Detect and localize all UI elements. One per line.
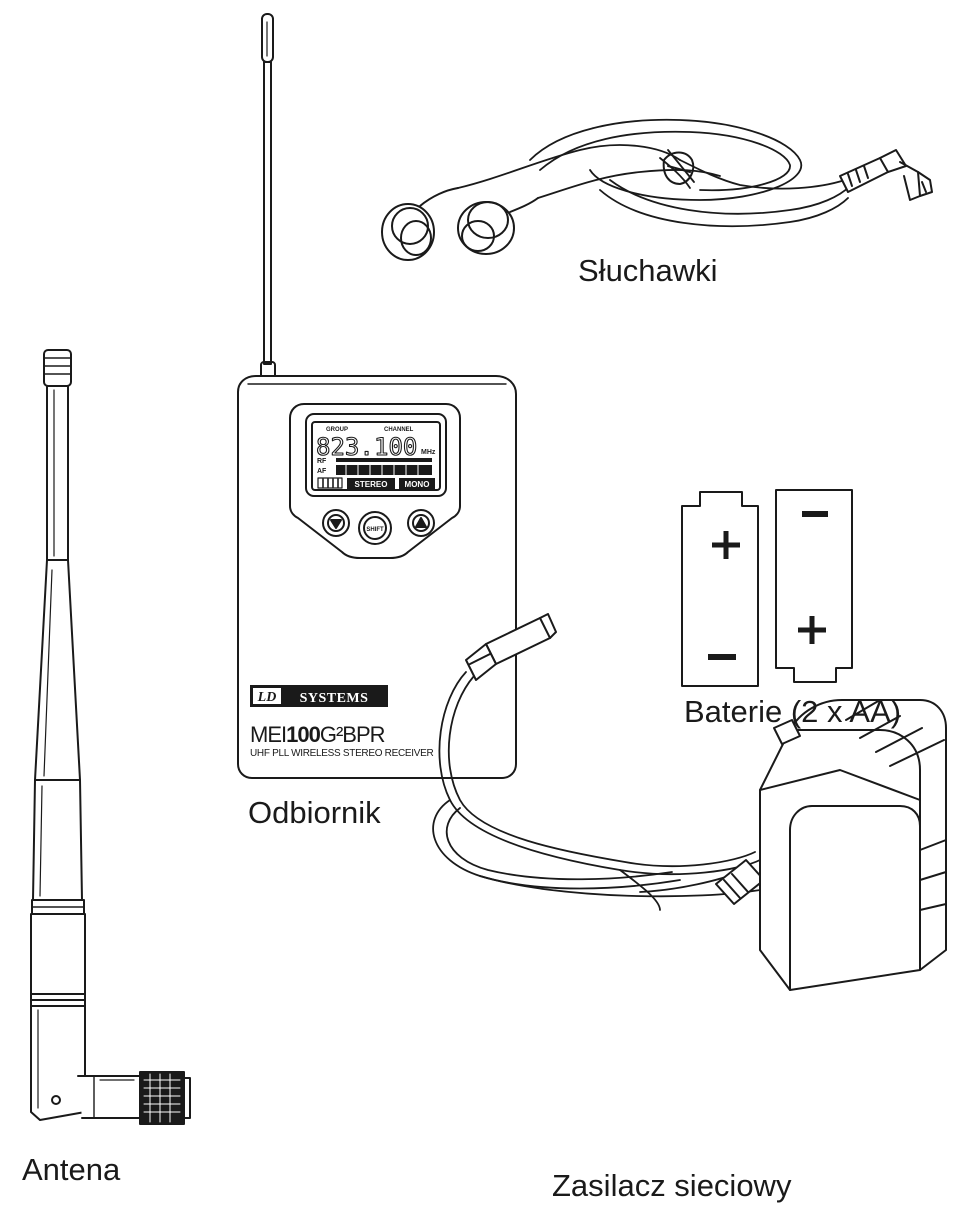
earphones-illustration bbox=[381, 118, 933, 261]
logo-ld-text: LD bbox=[257, 690, 277, 705]
model-subtitle: UHF PLL WIRELESS STEREO RECEIVER bbox=[250, 748, 433, 759]
lcd-frequency-decimal: 100 bbox=[374, 433, 417, 461]
battery-left bbox=[681, 491, 759, 687]
label-power-adapter: Zasilacz sieciowy bbox=[552, 1168, 792, 1203]
label-antenna: Antena bbox=[22, 1152, 121, 1187]
lcd-unit: MHz bbox=[421, 449, 436, 456]
shift-button[interactable]: SHIFT bbox=[358, 511, 392, 545]
antenna-illustration bbox=[30, 349, 191, 1125]
lcd-rf-label: RF bbox=[317, 458, 327, 465]
earbud-left bbox=[381, 187, 459, 261]
earbud-right bbox=[457, 197, 539, 255]
lcd-group-label: GROUP bbox=[326, 427, 348, 433]
receiver-control-panel bbox=[289, 403, 461, 559]
stereo-label: STEREO bbox=[355, 480, 388, 489]
label-batteries: Baterie (2 x AA) bbox=[684, 694, 902, 729]
label-receiver: Odbiornik bbox=[248, 795, 381, 830]
headphone-jack-plug bbox=[839, 149, 933, 201]
af-meter bbox=[336, 464, 432, 476]
model-name: MEI100G²BPR bbox=[250, 722, 385, 747]
cable-strain-relief bbox=[715, 859, 765, 905]
model-suffix: G²BPR bbox=[320, 722, 385, 747]
receiver-lcd bbox=[305, 413, 447, 497]
model-prefix: MEI bbox=[250, 722, 286, 747]
mono-label: MONO bbox=[405, 480, 430, 489]
rf-meter bbox=[336, 458, 432, 462]
lcd-af-label: AF bbox=[317, 468, 327, 475]
receiver-antenna bbox=[260, 13, 276, 381]
triangle-up-icon bbox=[415, 517, 427, 528]
ld-systems-logo: LD SYSTEMS bbox=[250, 685, 388, 707]
adapter-housing bbox=[759, 699, 947, 991]
down-button[interactable] bbox=[322, 509, 350, 537]
receiver-illustration: STEREO MONO GROUP CHANNEL 823. 100 MHz R… bbox=[237, 13, 517, 779]
earphone-cable bbox=[457, 118, 851, 228]
up-button[interactable] bbox=[407, 509, 435, 537]
batteries-illustration bbox=[681, 489, 853, 687]
power-adapter-illustration bbox=[432, 613, 947, 991]
shift-button-label: SHIFT bbox=[366, 527, 384, 533]
lcd-frequency-main: 823. bbox=[316, 433, 374, 461]
logo-systems-text: SYSTEMS bbox=[300, 691, 369, 706]
lcd-battery-indicator bbox=[317, 477, 343, 489]
label-earphones: Słuchawki bbox=[578, 253, 718, 288]
dc-plug bbox=[465, 613, 557, 681]
plus-sign-icon bbox=[712, 531, 740, 559]
stereo-indicator: STEREO bbox=[347, 478, 395, 489]
mono-indicator: MONO bbox=[399, 478, 435, 489]
plus-sign-icon bbox=[798, 616, 826, 644]
model-number: 100 bbox=[286, 722, 320, 747]
triangle-down-icon bbox=[330, 519, 342, 529]
battery-right bbox=[775, 489, 853, 683]
lcd-channel-label: CHANNEL bbox=[384, 427, 414, 433]
cable-knot bbox=[662, 151, 695, 185]
